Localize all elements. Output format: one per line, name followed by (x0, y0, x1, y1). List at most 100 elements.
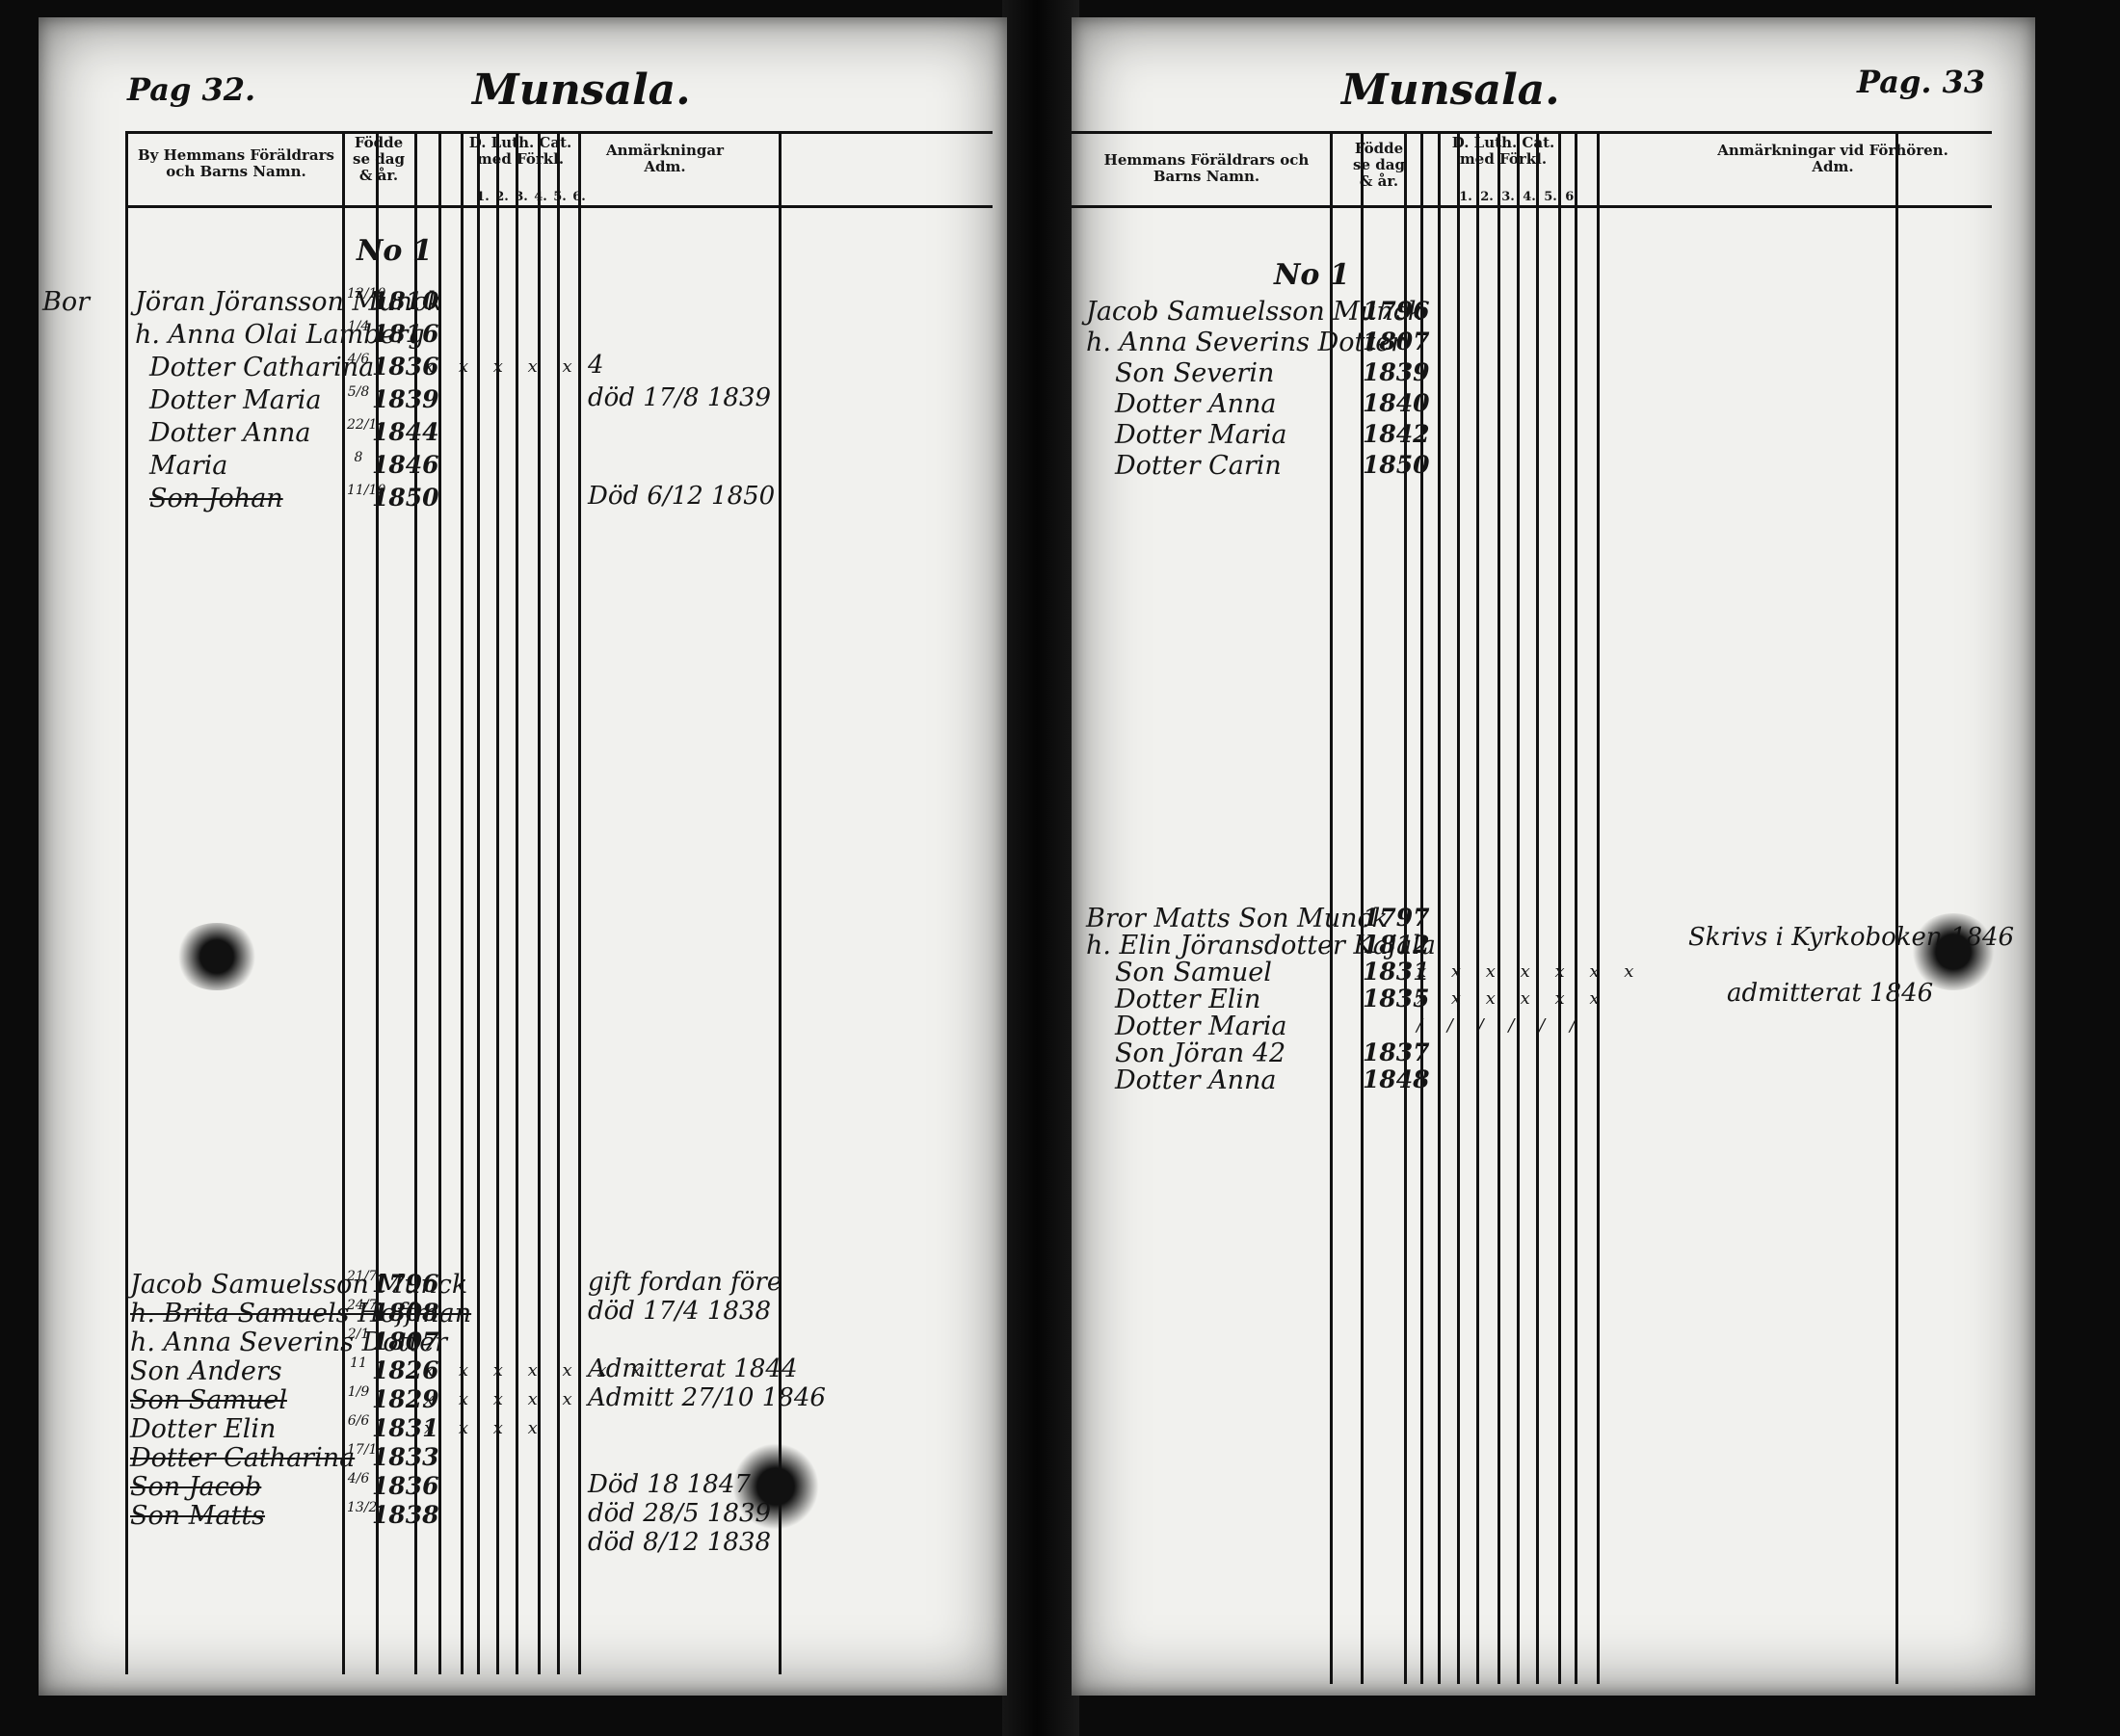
person-name: Dotter Catharina (149, 353, 375, 382)
person-name: Jöran Jöransson Munck (135, 287, 443, 317)
birth-year: 1844 (372, 418, 439, 446)
column-rule (1476, 133, 1479, 1684)
header-top-rule (125, 131, 993, 134)
person-name: h. Brita Samuels Hoffman (130, 1299, 472, 1328)
birth-day: 4/6 (347, 1471, 370, 1486)
birth-day: 2/1 (347, 1327, 370, 1342)
birth-day: 1/9 (347, 1384, 370, 1400)
remark: Admitt 27/10 1846 (588, 1383, 826, 1412)
person-name: Dotter Anna (1115, 389, 1277, 419)
column-rule (1597, 133, 1600, 1684)
birth-year: 1833 (372, 1443, 439, 1471)
birth-year: 1838 (372, 1501, 439, 1529)
left-page: Pag 32. Munsala. By Hemmans Föräldrars o… (39, 17, 1007, 1696)
column-rule (578, 133, 581, 1674)
column-rule (1895, 133, 1898, 1684)
remark: Död 18 1847 (588, 1470, 751, 1499)
column-rule (1404, 133, 1407, 1684)
birth-year: 1839 (372, 385, 439, 413)
column-rule (1517, 133, 1520, 1684)
person-name: Son Severin (1115, 358, 1275, 388)
person-name: h. Anna Severins Dotter (1086, 328, 1404, 357)
remark-2: admitterat 1846 (1727, 979, 1934, 1008)
column-rule (342, 133, 345, 1674)
catechism-col-4: 4. (532, 189, 549, 205)
header-remarks: Anmärkningar Adm. (605, 142, 725, 175)
catechism-col-2: 2. (1480, 190, 1494, 204)
person-name: Maria (149, 451, 228, 481)
remark: Admitterat 1844 (588, 1355, 798, 1383)
birth-year: 1796 (1363, 297, 1430, 325)
birth-year: 1835 (1363, 985, 1430, 1013)
header-top-rule (1072, 131, 1992, 134)
person-name: Son Matts (130, 1501, 266, 1531)
birth-year: 1810 (372, 287, 439, 315)
column-rule (557, 133, 560, 1674)
birth-day: 4/6 (347, 352, 370, 367)
column-rule (496, 133, 499, 1674)
person-name: Son Samuel (130, 1385, 287, 1415)
birth-year: 1826 (372, 1356, 439, 1384)
catechism-col-3: 3. (1501, 190, 1515, 204)
person-name: Son Johan (149, 484, 283, 513)
catechism-col-5: 5. (1544, 190, 1557, 204)
column-rule (438, 133, 441, 1674)
person-name: h. Anna Severins Dotter (130, 1328, 448, 1357)
birth-day: 21/7 (347, 1269, 378, 1284)
header-birth: Födde se dag & år. (353, 135, 405, 184)
birth-day: 13/2 (347, 1500, 378, 1515)
catechism-col-5: 5. (551, 189, 569, 205)
birth-year: 1831 (372, 1414, 439, 1442)
birth-day: 6/6 (347, 1413, 370, 1429)
catechism-marks: x x x x x (424, 356, 582, 377)
header-remarks: Anmärkningar vid Förhören. Adm. (1717, 142, 1948, 175)
birth-year: 1842 (1363, 420, 1430, 448)
person-name: Son Anders (130, 1356, 282, 1386)
right-page: Pag. 33 Munsala. Hemmans Föräldrars och … (1072, 17, 2035, 1696)
header-birth: Födde se dag & år. (1353, 140, 1405, 190)
birth-year: 1850 (372, 484, 439, 512)
column-rule (1497, 133, 1500, 1684)
column-rule (477, 133, 480, 1674)
person-name: h. Anna Olai Lamberg (135, 320, 425, 350)
person-name: Dotter Maria (1115, 1012, 1287, 1041)
parish-title-right: Munsala. (1341, 66, 1560, 115)
column-rule (779, 133, 782, 1674)
birth-day: 12/10 (347, 286, 386, 302)
birth-day: 1/4 (347, 319, 370, 334)
person-name: Dotter Anna (1115, 1065, 1277, 1095)
remark: Död 6/12 1850 (588, 482, 776, 511)
remark: död 17/4 1838 (588, 1297, 772, 1326)
birth-year: 1848 (1363, 1065, 1430, 1093)
column-rule (461, 133, 464, 1674)
birth-year: 1829 (372, 1385, 439, 1413)
birth-day: 17/1 (347, 1442, 378, 1458)
birth-year: 1846 (372, 451, 439, 479)
birth-day: 11 (350, 1355, 367, 1371)
birth-year: 1796 (372, 1270, 439, 1298)
person-name: Jacob Samuelsson Munck (1086, 297, 1424, 327)
birth-year: 1840 (1363, 389, 1430, 417)
remark: 4 (588, 351, 604, 380)
catechism-col-6: 6. (1565, 190, 1578, 204)
header-names: Hemmans Föräldrars och Barns Namn. (1103, 151, 1310, 185)
birth-year: 1812 (1363, 931, 1430, 959)
person-name: Jacob Samuelsson Munck (130, 1270, 468, 1300)
birth-year: 1831 (1363, 958, 1430, 986)
birth-day: 11/10 (347, 483, 386, 498)
person-name: h. Elin Jöransdotter Kajala (1086, 931, 1437, 960)
remark: gift fordan före (588, 1268, 782, 1297)
catechism-marks: x x x x (424, 1418, 547, 1438)
column-rule (1420, 133, 1423, 1684)
birth-day: 8 (354, 450, 363, 465)
birth-day: 24/7 (347, 1298, 378, 1313)
remark: död 17/8 1839 (588, 383, 772, 412)
header-catechism: D. Luth. Cat. med Förkl. (468, 134, 572, 168)
household-number: No 1 (357, 234, 433, 268)
ink-blot (1910, 913, 1997, 990)
column-rule (1536, 133, 1539, 1684)
person-name: Dotter Maria (149, 385, 322, 415)
person-name: Son Jacob (130, 1472, 262, 1502)
header-bottom-rule (1072, 205, 1992, 208)
birth-year: 1816 (372, 320, 439, 348)
